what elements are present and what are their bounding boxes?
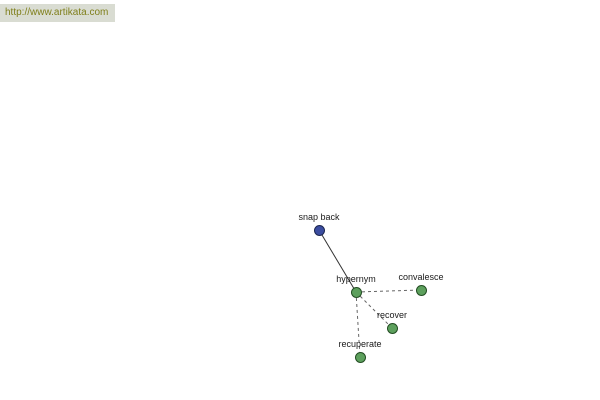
node-label-snap-back: snap back <box>298 211 340 222</box>
node-label-recover: recover <box>376 309 408 320</box>
url-watermark: http://www.artikata.com <box>0 4 116 22</box>
edge-hypernym-recover <box>355 291 393 329</box>
node-snap-back[interactable] <box>313 224 325 236</box>
node-hypernym[interactable] <box>350 286 362 298</box>
edge-hypernym-recuperate <box>355 291 361 358</box>
node-label-convalesce: convalesce <box>398 271 444 282</box>
node-recover[interactable] <box>386 322 398 334</box>
node-recuperate[interactable] <box>354 351 366 363</box>
node-convalesce[interactable] <box>415 284 427 296</box>
node-label-hypernym: hypernym <box>336 273 376 284</box>
node-label-recuperate: recuperate <box>338 338 382 349</box>
edge-snap-back-hypernym <box>318 229 357 293</box>
edge-hypernym-convalesce <box>355 289 422 293</box>
